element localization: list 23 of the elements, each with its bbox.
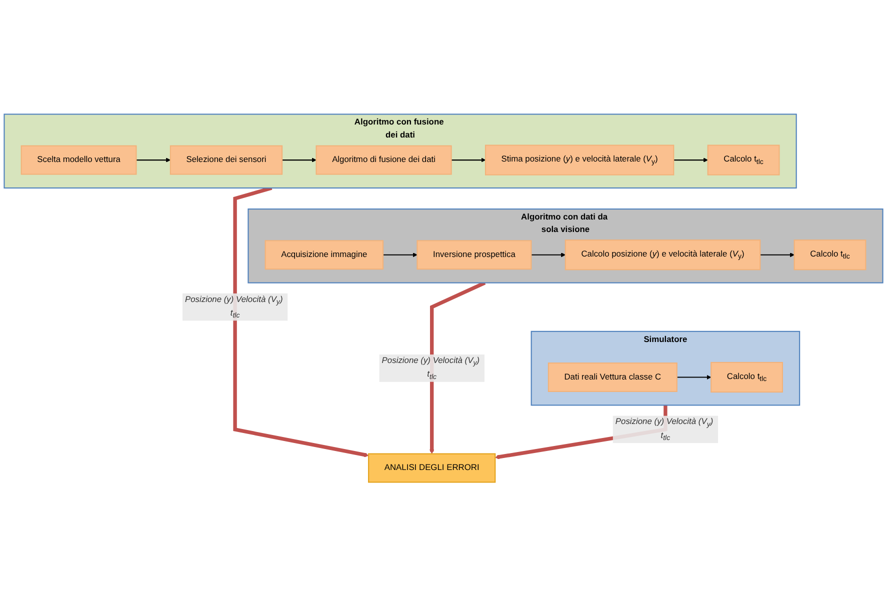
node-box: Selezione dei sensori [170,146,283,176]
edge-label: Posizione (y) Velocità (V$_{y}$) t$_{tlc}$ [185,295,283,320]
arrow [136,158,171,163]
node-box: Scelta modello vettura [20,146,137,176]
arrow [531,252,566,258]
node-box: Inversione prospettica [416,240,532,270]
node-box: Dati reali Vettura classe C [548,362,678,392]
arrow [676,375,712,380]
node-box: Algoritmo di fusione dei dati [316,146,452,176]
arrow [760,252,795,258]
node-box: Stima posizione (y) e velocità laterale (V$_{y}$) [484,145,674,176]
arrow [282,158,316,163]
node-box: Calcolo posizione (y) e velocità laterale (V$_{y}$) [564,240,761,270]
arrow [383,252,418,258]
node-box: Acquisizione immagine [264,240,384,270]
edge-label: Posizione (y) Velocità (V$_{y}$) t$_{tlc}$ [382,356,480,381]
node-box: Calcolo t$_{tlc}$ [794,240,866,270]
arrow [451,158,486,163]
arrow [674,158,708,163]
node-box: ANALISI DEGLI ERRORI [368,454,496,484]
node-box: Calcolo t$_{tlc}$ [707,145,780,176]
edge-label: Posizione (y) Velocità (V$_{y}$) t$_{tlc}$ [615,418,714,442]
node-box: Calcolo t$_{tlc}$ [710,362,783,393]
